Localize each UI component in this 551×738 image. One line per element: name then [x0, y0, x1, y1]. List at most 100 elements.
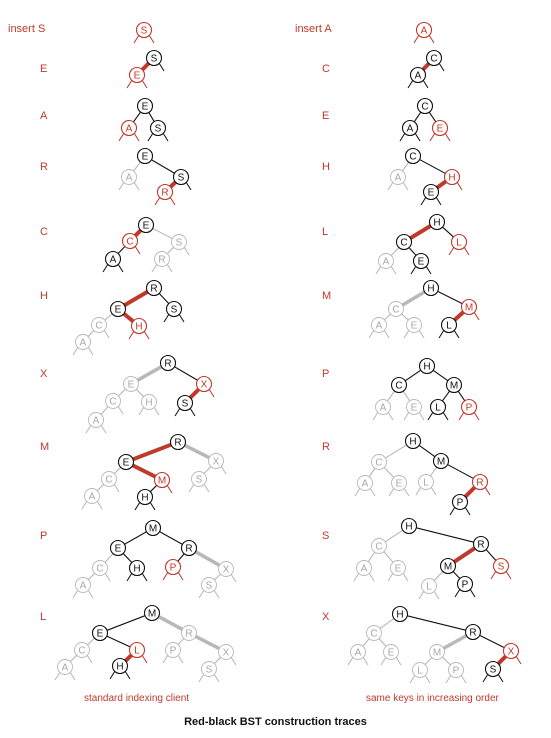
null-link	[418, 411, 425, 421]
null-link	[154, 196, 161, 206]
node-key: M	[148, 608, 156, 619]
tree-link	[379, 617, 395, 630]
node-key: E	[115, 304, 122, 315]
tree-node	[456, 575, 474, 593]
tree-node	[156, 183, 174, 201]
tree-node	[390, 169, 406, 185]
node-key: H	[133, 563, 140, 574]
tree-node	[390, 376, 408, 394]
null-link	[153, 406, 160, 416]
left-step-label: P	[40, 530, 48, 542]
tree-link	[452, 546, 477, 564]
tree-node	[391, 475, 407, 491]
null-link	[188, 483, 195, 493]
tree-link	[437, 290, 463, 305]
null-link	[380, 656, 387, 666]
tree-node	[412, 252, 430, 270]
null-link	[438, 329, 445, 339]
node-key: H	[116, 661, 123, 672]
tree-node	[117, 453, 135, 471]
right-step-label: R	[322, 441, 330, 453]
tree-node	[418, 357, 436, 375]
node-key: C	[430, 53, 437, 64]
null-link	[438, 62, 445, 72]
tree-link	[123, 653, 134, 663]
null-link	[460, 674, 467, 684]
tree-link	[152, 227, 173, 240]
tree-node	[415, 21, 433, 39]
tree-link	[408, 223, 433, 241]
tree-node	[428, 213, 446, 231]
tree-node	[149, 119, 167, 137]
tree-node	[460, 398, 478, 416]
tree-link	[140, 61, 151, 72]
null-link	[118, 181, 125, 191]
tree-node	[443, 168, 461, 186]
null-link	[403, 329, 410, 339]
right-step-label: P	[322, 368, 330, 380]
node-key: H	[423, 361, 430, 372]
null-link	[87, 589, 94, 599]
null-link	[388, 487, 395, 497]
null-link	[390, 265, 397, 275]
node-key: H	[135, 321, 142, 332]
null-link	[133, 132, 140, 142]
tree-link	[117, 388, 127, 397]
right-step-label: C	[322, 63, 330, 75]
tree-node	[130, 317, 148, 335]
null-link	[169, 196, 176, 206]
node-key: E	[97, 628, 104, 639]
tree-link	[419, 159, 446, 174]
node-key: C	[126, 236, 133, 247]
null-link	[185, 181, 192, 191]
node-key: E	[115, 543, 122, 554]
tree-node	[357, 475, 373, 491]
null-link	[213, 589, 220, 599]
null-link	[103, 329, 110, 339]
node-key: E	[142, 151, 149, 162]
null-link	[189, 407, 196, 417]
right-caption: same keys in increasing order	[366, 693, 499, 704]
node-key: R	[469, 627, 476, 638]
null-link	[473, 411, 480, 421]
node-key: M	[465, 302, 473, 313]
null-link	[134, 245, 141, 255]
tree-link	[402, 390, 411, 402]
tree-link	[384, 529, 404, 543]
tree-link	[193, 634, 222, 651]
node-key: C	[392, 304, 399, 315]
tree-link	[177, 553, 185, 562]
tree-node	[165, 642, 181, 658]
null-link	[54, 671, 61, 681]
tree-node	[425, 49, 443, 67]
tree-node	[371, 454, 387, 470]
tree-link	[404, 369, 422, 382]
tree-node	[371, 538, 387, 554]
right-step-label: S	[322, 530, 330, 542]
tree-link	[418, 444, 436, 458]
tree-node	[128, 641, 146, 659]
node-key: C	[78, 645, 85, 656]
node-key: S	[182, 398, 189, 409]
node-key: S	[490, 664, 497, 675]
node-key: P	[462, 579, 469, 590]
null-link	[162, 132, 169, 142]
null-link	[402, 181, 409, 191]
tree-node	[391, 605, 409, 623]
tree-node	[208, 453, 224, 469]
tree-node	[180, 539, 198, 557]
null-link	[208, 388, 215, 398]
left-step-label: X	[40, 368, 48, 380]
null-link	[429, 132, 436, 142]
node-key: E	[134, 70, 141, 81]
tree-link	[435, 179, 448, 190]
tree-node	[153, 471, 171, 489]
node-key: M	[444, 561, 452, 572]
tree-node	[378, 253, 394, 269]
node-key: H	[433, 217, 440, 228]
left-step-label: M	[40, 441, 50, 453]
null-link	[387, 411, 394, 421]
tree-node	[464, 623, 482, 641]
